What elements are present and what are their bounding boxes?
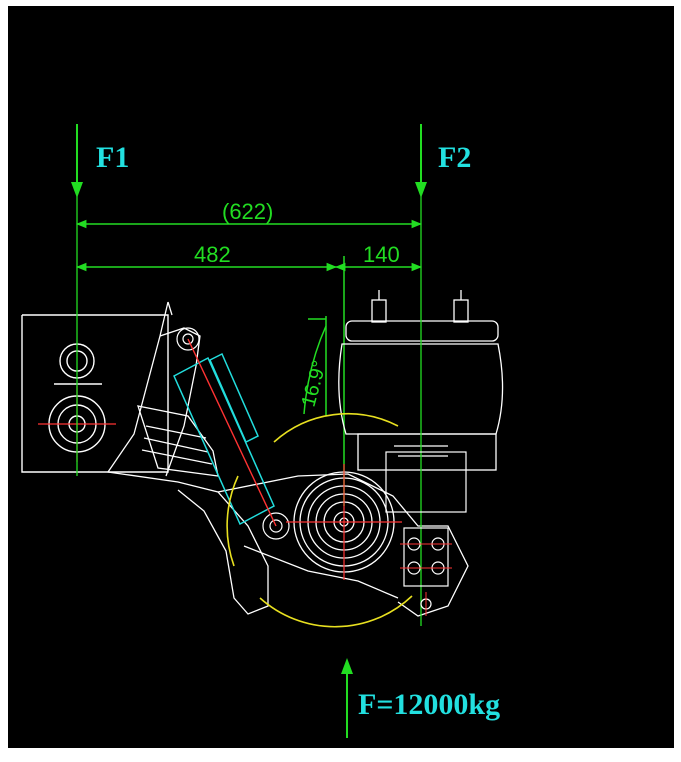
trailing-arm [106,301,469,617]
valve-centerlines [400,543,452,616]
dimension-left-label: 482 [194,242,231,267]
angle-dimension [303,316,327,416]
dimension-total-label: (622) [222,199,273,224]
brake-valve-cluster [385,451,467,610]
force-label-bottom: F=12000kg [358,688,500,721]
shock-centerline [187,338,277,527]
dimension-right-label: 140 [363,242,400,267]
suspension-drawing: F1 F2 F=12000kg (622) 482 140 16.9° [21,124,504,738]
brake-drum [226,412,413,628]
shock-absorber-outline [176,327,290,540]
force-label-f2: F2 [438,141,471,174]
frame-bracket [21,314,169,473]
force-arrow-bottom [341,658,353,738]
force-arrow-f2 [415,124,427,198]
hub-centerlines [286,464,402,580]
force-arrow-f1 [71,124,83,198]
shock-absorber [173,352,275,526]
cad-drawing-canvas: F1 F2 F=12000kg (622) 482 140 16.9° [8,6,674,748]
force-label-f1: F1 [96,141,129,174]
